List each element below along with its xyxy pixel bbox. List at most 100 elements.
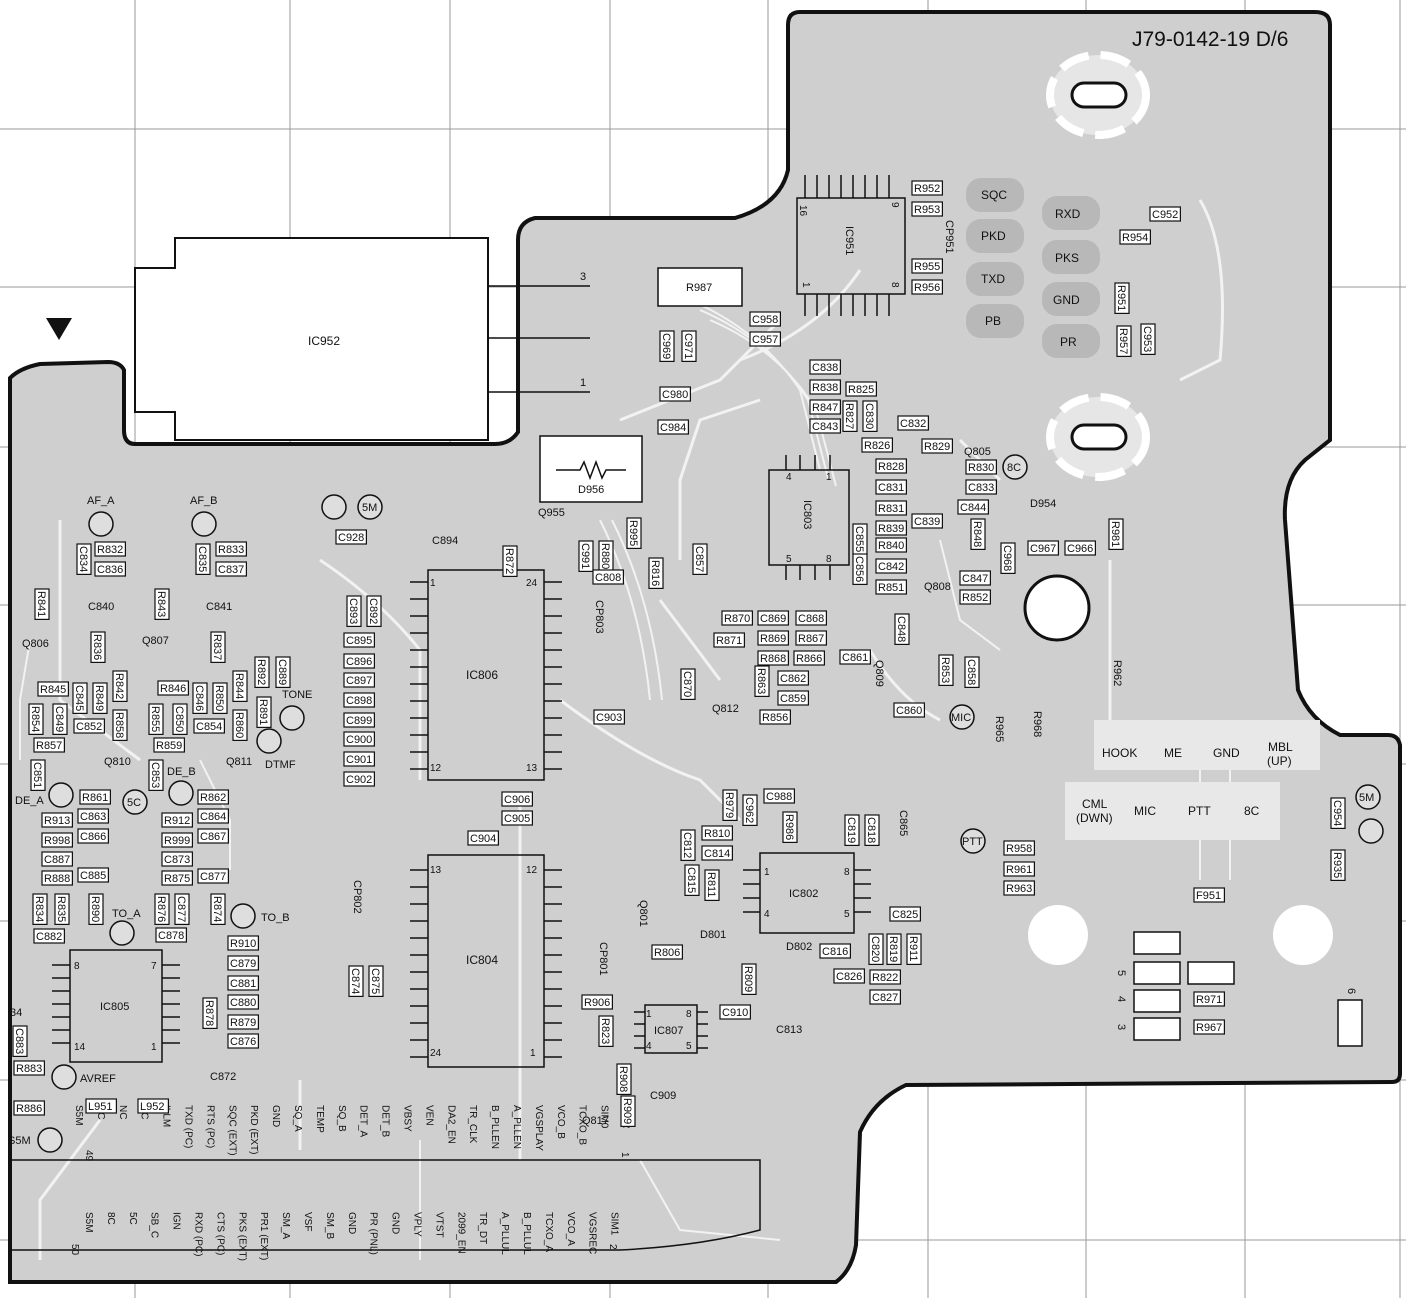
cn960-signal-label: PR (PNL) [368,1212,379,1255]
component-label: C836 [97,564,123,576]
component-box [749,331,781,347]
component-label: R837 [211,634,223,660]
cn960-signal-label: GND [346,1212,357,1234]
component-label: C848 [895,616,907,642]
component-box [193,718,225,734]
cn960-signal-label: VSF [302,1212,313,1231]
cn960-signal-label: PKD (EXT) [248,1105,259,1154]
component-box [911,513,943,529]
component-label: R838 [812,382,838,394]
component-box [581,994,613,1010]
component-label: C971 [682,333,694,359]
component-label: C984 [660,422,686,434]
component-c863: C863 [77,808,109,824]
test-point-label: PTT [962,836,983,848]
component-r953: R953 [911,201,943,217]
component-box [777,690,809,706]
component-label: R832 [97,544,123,556]
test-point-label: DE_B [167,766,196,778]
component-box [33,928,65,944]
component-r883: R883 [13,1060,45,1076]
component-label: Q955 [538,507,565,519]
component-box [1193,1019,1225,1035]
pad-ptt-label: PTT [1188,804,1211,818]
component-c952: C952 [1149,206,1181,222]
component-label: C865 [897,810,909,836]
component-c969: C969 [659,330,675,362]
component-label: C906 [504,794,530,806]
component-box [1000,542,1016,574]
component-label: C820 [869,936,881,962]
component-box [875,500,907,516]
component-box [701,845,733,861]
component-box [757,650,789,666]
component-label: R849 [93,685,105,711]
component-label: R875 [164,873,190,885]
cn960-signal-label: B_PLLUL [521,1212,532,1255]
orientation-triangle-icon [46,318,72,340]
component-box [721,610,753,626]
ic807-pin4: 4 [646,1041,652,1052]
component-box [30,759,46,791]
component-box [154,893,170,925]
component-box [965,479,997,495]
component-box [157,680,189,696]
component-r822: R822 [869,969,901,985]
component-label: R822 [872,972,898,984]
component-box [161,851,193,867]
component-box [155,927,187,943]
component-c834: C834 [76,543,92,575]
test-point-label: TO_B [261,912,290,924]
component-c837: C837 [215,561,247,577]
component-label: R810 [704,828,730,840]
component-label: C952 [1152,209,1178,221]
component-c881: C881 [227,975,259,991]
component-c883: C883 [12,1025,28,1057]
component-box [148,759,164,791]
component-label: C962 [743,797,755,823]
component-c842: C842 [875,558,907,574]
component-label: R842 [113,673,125,699]
component-box [875,579,907,595]
component-label: R839 [878,523,904,535]
component-box [889,906,921,922]
component-r832: R832 [94,541,126,557]
component-label: C872 [210,1071,236,1083]
ic952-pin3: 3 [580,271,586,283]
component-box [795,630,827,646]
component-box [368,965,384,997]
component-box [79,789,111,805]
component-c873: C873 [161,851,193,867]
component-c845: C845 [72,682,88,714]
component-label: R963 [1006,883,1032,895]
component-label: C813 [776,1024,802,1036]
component-label: C880 [230,997,256,1009]
component-c878: C878 [155,927,187,943]
mounting-slot-top [1046,51,1150,139]
cn960-signal-label: DET_A [358,1105,369,1138]
ic951-pin8: 8 [889,282,900,288]
pad-txd-label: TXD [981,272,1005,286]
cn960-signal-label: VTST [433,1212,444,1238]
component-label: R883 [16,1063,42,1075]
component-c841: C841 [206,601,232,613]
component-label: C838 [812,362,838,374]
component-label: C830 [863,403,875,429]
test-point-m5-right [1355,784,1381,810]
component-label: R861 [82,792,108,804]
pad-sqc-label: SQC [981,188,1007,202]
component-label: C909 [650,1090,676,1102]
component-c854: C854 [193,718,225,734]
pad-gnd-label: GND [1053,293,1080,307]
component-label: R957 [1117,328,1129,354]
component-label: R850 [213,685,225,711]
cn960-signal-label: TR_CLK [467,1105,478,1144]
component-label: C957 [752,334,778,346]
component-r965: R965 [993,716,1005,742]
component-label: C834 [77,546,89,572]
cn960-signal-label: SQC (EXT) [226,1105,237,1156]
component-r851: R851 [875,579,907,595]
component-box [777,670,809,686]
component-r892: R892 [254,656,270,688]
component-r998: R998 [41,832,73,848]
